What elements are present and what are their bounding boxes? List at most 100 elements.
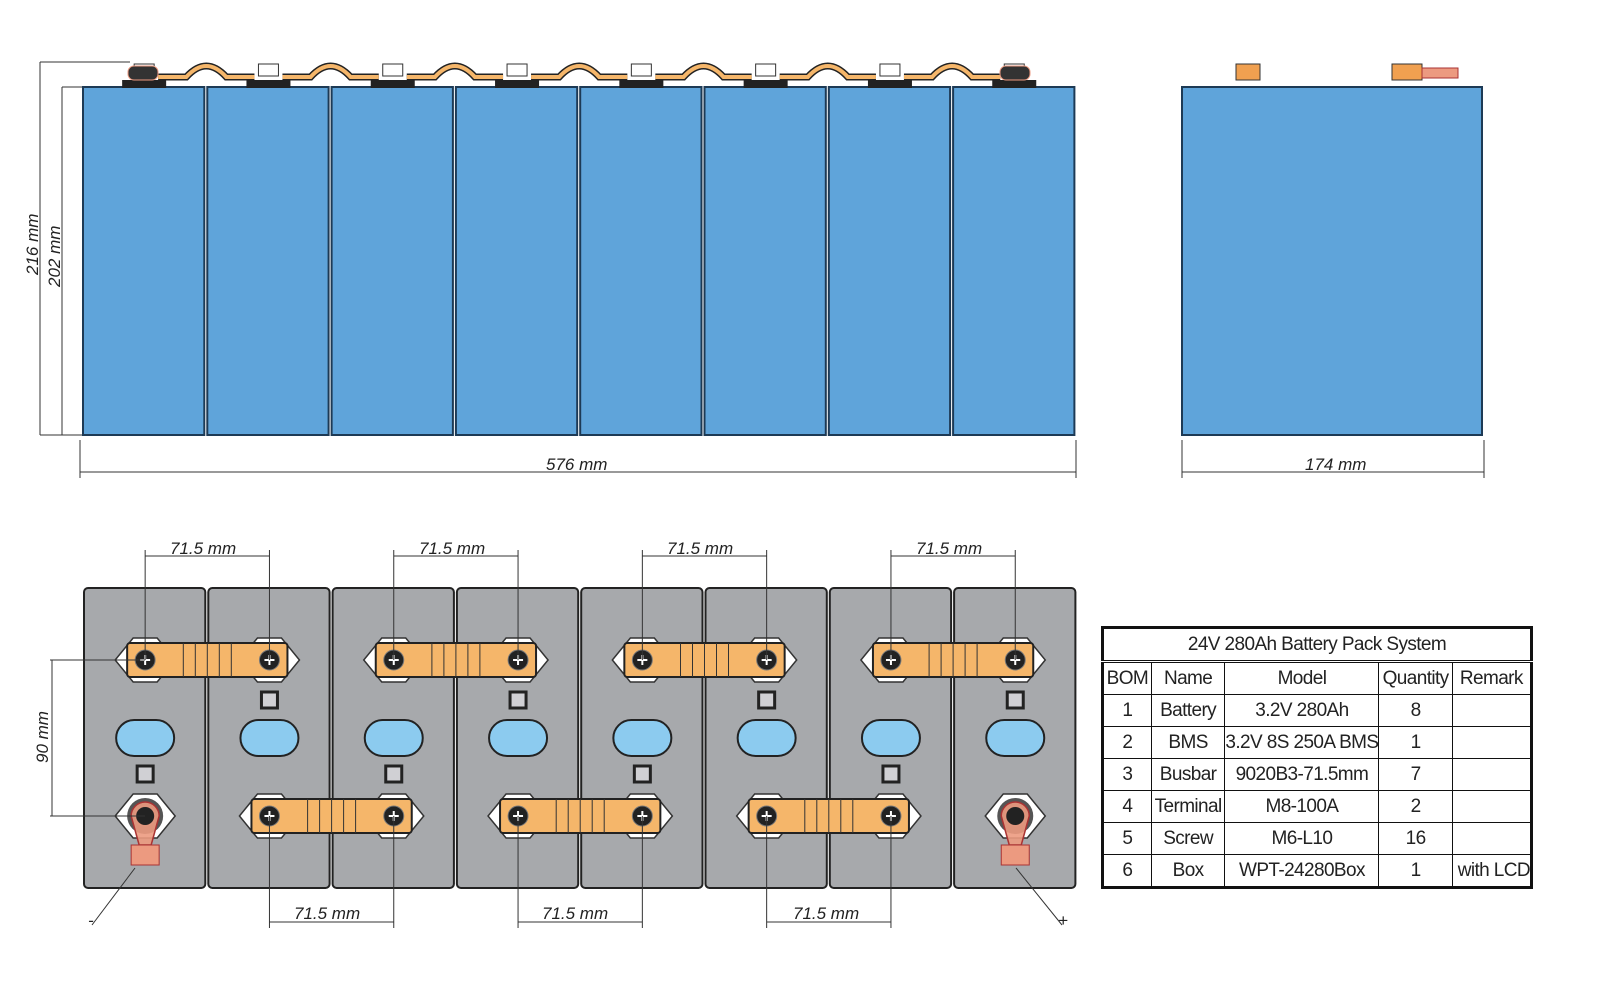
positive-leader-line <box>1015 867 1063 926</box>
positive-label: + <box>1058 911 1068 930</box>
cell-front <box>827 86 952 436</box>
terminal-base <box>370 80 415 88</box>
safety-vent <box>985 719 1046 757</box>
dim-71.5mm-bottom-2: 71.5 mm <box>542 904 608 923</box>
safety-vent <box>239 719 300 757</box>
safety-vent <box>612 719 673 757</box>
dim-71.5mm-bottom-1: 71.5 mm <box>294 904 360 923</box>
screw-icon <box>136 807 155 825</box>
cell-front <box>330 86 454 436</box>
cell-model: M8-100A <box>1224 790 1380 823</box>
side-view <box>1181 63 1483 436</box>
terminal-base <box>867 80 912 88</box>
dim-71.5mm-top-3: 71.5 mm <box>667 539 733 558</box>
cell-bom: 4 <box>1102 790 1152 823</box>
ring-terminal-crimp <box>1000 844 1030 866</box>
cell-model: 3.2V 8S 250A BMS <box>1224 726 1380 759</box>
terminal-nut <box>382 63 404 77</box>
cell-quantity: 1 <box>1378 726 1453 759</box>
terminal-base <box>495 80 540 88</box>
cell-side <box>1181 86 1483 436</box>
busbar-front <box>158 64 1001 79</box>
top-view <box>83 587 1077 889</box>
cell-front <box>579 86 703 436</box>
dimension-lines <box>39 61 1485 928</box>
header-model: Model <box>1224 661 1380 695</box>
cell-quantity: 8 <box>1378 694 1453 727</box>
terminal-base <box>743 80 788 88</box>
marker-square <box>1005 690 1025 710</box>
cell-model: 3.2V 280Ah <box>1224 694 1380 727</box>
cell-name: Screw <box>1150 822 1226 855</box>
marker-square <box>881 764 901 784</box>
terminal-base <box>619 80 664 88</box>
cell-front <box>952 86 1076 436</box>
cell-name: Box <box>1150 854 1226 888</box>
cell-remark: with LCD <box>1451 854 1533 888</box>
cell-bom: 2 <box>1102 726 1152 759</box>
cell-bom: 6 <box>1102 854 1152 888</box>
cell-bom: 3 <box>1102 758 1152 791</box>
cell-front <box>82 86 206 436</box>
cell-remark <box>1451 726 1533 759</box>
negative-terminal-front <box>127 65 159 81</box>
cell-remark <box>1451 822 1533 855</box>
cell-model: M6-L10 <box>1224 822 1380 855</box>
cell-quantity: 16 <box>1378 822 1453 855</box>
marker-square <box>135 764 155 784</box>
safety-vent <box>488 719 549 757</box>
terminal-base <box>992 80 1037 88</box>
cell-quantity: 1 <box>1378 854 1453 888</box>
cell-front <box>206 86 330 436</box>
cell-quantity: 2 <box>1378 790 1453 823</box>
terminal-side-right <box>1391 63 1423 81</box>
terminal-lug-side <box>1421 67 1459 79</box>
dim-216mm: 216 mm <box>23 214 42 276</box>
positive-terminal-front <box>999 65 1031 81</box>
dim-71.5mm-top-4: 71.5 mm <box>916 539 982 558</box>
ring-terminal-crimp <box>130 844 160 866</box>
header-name: Name <box>1150 661 1226 695</box>
marker-square <box>757 690 777 710</box>
cell-name: Busbar <box>1150 758 1226 791</box>
marker-square <box>632 764 652 784</box>
dim-202mm: 202 mm <box>45 226 64 288</box>
cell-remark <box>1451 790 1533 823</box>
dim-174mm: 174 mm <box>1305 455 1366 474</box>
negative-label: - <box>88 911 94 930</box>
dim-71.5mm-top-2: 71.5 mm <box>419 539 485 558</box>
cell-bom: 5 <box>1102 822 1152 855</box>
header-quantity: Quantity <box>1378 661 1453 695</box>
screw-icon <box>1006 807 1025 825</box>
cell-front <box>703 86 827 436</box>
terminal-base <box>122 80 167 88</box>
terminal-nut <box>506 63 528 77</box>
cell-front <box>454 86 579 436</box>
header-bom: BOM <box>1102 661 1152 695</box>
header-remark: Remark <box>1451 661 1533 695</box>
bom-table-title: 24V 280Ah Battery Pack System <box>1102 627 1532 663</box>
cell-name: Battery <box>1150 694 1226 727</box>
front-view <box>82 62 1076 436</box>
terminal-nut <box>630 63 652 77</box>
terminal-side-left <box>1235 63 1261 81</box>
cell-bom: 1 <box>1102 694 1152 727</box>
cell-name: BMS <box>1150 726 1226 759</box>
bom-header-row: BOM Name Model Quantity Remark <box>1102 661 1533 695</box>
safety-vent <box>736 719 797 757</box>
cell-remark <box>1451 758 1533 791</box>
cell-model: 9020B3-71.5mm <box>1224 758 1380 791</box>
dim-71.5mm-bottom-3: 71.5 mm <box>793 904 859 923</box>
marker-square <box>508 690 528 710</box>
safety-vent <box>115 719 176 757</box>
cell-name: Terminal <box>1150 790 1226 823</box>
dim-90mm: 90 mm <box>33 711 52 763</box>
